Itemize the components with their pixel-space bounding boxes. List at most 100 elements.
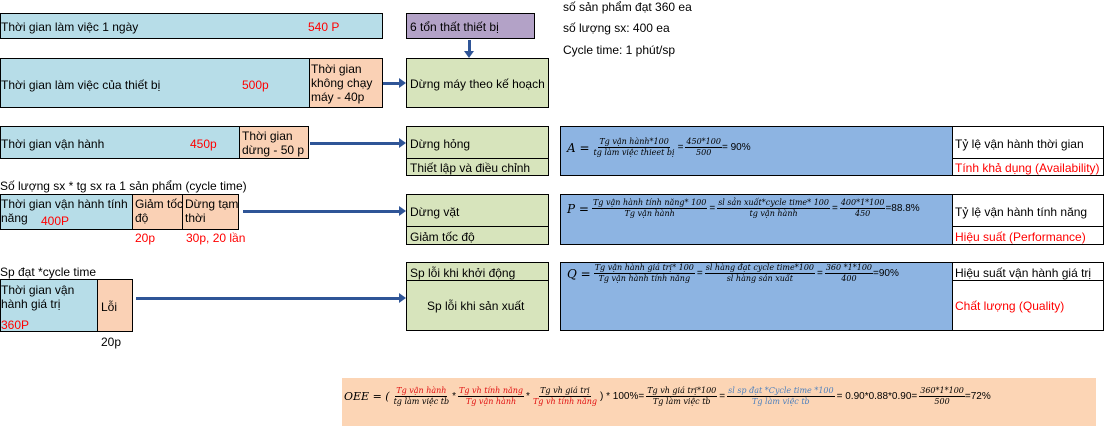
quality-num2: sl hàng đạt cycle time*100 bbox=[704, 263, 815, 274]
oee-mid: = 0.90*0.88*0.90= bbox=[836, 391, 918, 402]
operating-time-box: Thời gian vận hành 450p bbox=[0, 126, 240, 159]
oee-result: =72% bbox=[964, 391, 991, 402]
availability-den2: 500 bbox=[696, 148, 712, 157]
performance-num2: sl sản xuất*cycle time* 100 bbox=[717, 198, 830, 209]
minor-stop-value: 30p, 20 lần bbox=[186, 231, 246, 245]
availability-den1: tg làm việc thieet bị bbox=[593, 148, 675, 157]
quality-symbol: Q = bbox=[567, 266, 591, 281]
working-time-day-label: Thời gian làm việc 1 ngày bbox=[1, 20, 139, 34]
quality-num3: 360 *1*100 bbox=[824, 263, 874, 274]
quality-den3: 400 bbox=[841, 274, 857, 283]
oee-f5-num: sl sp đạt *Cycle time *100 bbox=[727, 386, 835, 397]
performance-num3: 400*1*100 bbox=[839, 198, 886, 209]
quality-metric-name: Hiệu suất vận hành giá trị bbox=[955, 266, 1092, 280]
availability-symbol: A = bbox=[567, 140, 590, 155]
equipment-working-time-value: 500p bbox=[242, 78, 269, 92]
availability-num1: Tg vận hành*100 bbox=[598, 137, 670, 148]
performance-time-label: Thời gian vận hành tính năng bbox=[1, 197, 128, 225]
defect-label: Lỗi bbox=[101, 300, 118, 314]
performance-time-box: Thời gian vận hành tính năng 400P bbox=[0, 194, 133, 230]
availability-num2: 450*100 bbox=[685, 137, 722, 148]
six-losses-label: 6 tổn thất thiết bị bbox=[410, 20, 499, 34]
note-good-products: số sản phẩm đạt 360 ea bbox=[563, 0, 692, 14]
speed-reduction-box: Giảm tốc độ bbox=[406, 226, 549, 245]
oee-f1-num: Tg vận hành bbox=[395, 386, 448, 397]
setup-adjustment-box: Thiết lập và điều chỉnh bbox=[406, 158, 549, 176]
value-time-label: Thời gian vận hành giá trị bbox=[1, 283, 75, 311]
speed-loss-box: Giảm tốc độ bbox=[132, 194, 183, 230]
arrow-planned-stop-icon bbox=[383, 82, 400, 85]
six-losses-box: 6 tổn thất thiết bị bbox=[406, 13, 535, 39]
oee-pct: ) * 100%= bbox=[599, 391, 645, 402]
performance-metric-name: Tỷ lệ vận hành tính năng bbox=[955, 205, 1088, 219]
arrow-breakdown-icon bbox=[310, 142, 400, 145]
value-time-value: 360P bbox=[1, 318, 30, 332]
performance-time-value: 400P bbox=[41, 214, 70, 228]
equipment-working-time-label: Thời gian làm việc của thiết bị bbox=[1, 78, 161, 92]
arrow-head-minor-stop-icon bbox=[399, 206, 406, 216]
performance-metric-name-box: Tỷ lệ vận hành tính năng bbox=[952, 194, 1104, 227]
performance-metric-en: Hiệu suất (Performance) bbox=[955, 230, 1086, 244]
quality-den1: Tg vận hành tính năng bbox=[598, 274, 691, 283]
non-running-time-box: Thời gian không chạy máy - 40p bbox=[309, 58, 383, 108]
defect-box: Lỗi bbox=[97, 279, 133, 332]
oee-f2-num: Tg vh tính năng bbox=[458, 386, 525, 397]
availability-metric-en-box: Tính khả dụng (Availability) bbox=[952, 158, 1104, 176]
quality-note: Sp đạt *cycle time bbox=[0, 265, 97, 279]
oee-lhs: OEE = ( bbox=[344, 390, 390, 403]
performance-num1: Tg vận hành tính năng* 100 bbox=[591, 198, 708, 209]
value-time-box: Thời gian vận hành giá trị 360P bbox=[0, 279, 98, 332]
quality-result: =90% bbox=[873, 268, 899, 279]
quality-den2: sl hàng sản xuất bbox=[726, 274, 793, 283]
minor-stop-cause-box: Dừng vặt bbox=[406, 194, 549, 227]
breakdown-label: Dừng hỏng bbox=[410, 137, 471, 151]
oee-f6-num: 360*1*100 bbox=[919, 386, 965, 397]
performance-den2: tg vận hành bbox=[749, 209, 798, 218]
working-time-day-value: 540 P bbox=[308, 20, 340, 34]
availability-metric-name: Tỷ lệ vận hành thời gian bbox=[955, 137, 1084, 151]
performance-symbol: P = bbox=[567, 201, 589, 216]
availability-metric-name-box: Tỷ lệ vận hành thời gian bbox=[952, 126, 1104, 159]
oee-f3-den: Tg vh tính năng bbox=[532, 397, 597, 406]
speed-loss-value: 20p bbox=[135, 231, 156, 245]
oee-f6-den: 500 bbox=[934, 397, 950, 406]
production-defect-label: Sp lỗi khi sản xuất bbox=[427, 299, 525, 313]
production-defect-box: Sp lỗi khi sản xuất bbox=[406, 280, 549, 331]
minor-stop-cause-label: Dừng vặt bbox=[410, 205, 460, 219]
arrow-head-breakdown-icon bbox=[399, 138, 406, 148]
oee-f5-den: Tg làm việc tb bbox=[752, 397, 810, 406]
quality-metric-en: Chất lượng (Quality) bbox=[955, 299, 1065, 313]
performance-den1: Tg vận hành bbox=[624, 209, 675, 218]
oee-mult-1: * bbox=[452, 391, 457, 402]
oee-f3-num: Tg vh giá trị bbox=[539, 386, 591, 397]
speed-reduction-label: Giảm tốc độ bbox=[410, 230, 475, 244]
quality-num1: Tg vận hành giá trị* 100 bbox=[593, 263, 695, 274]
down-arrow-icon bbox=[468, 40, 471, 52]
non-running-time-label: Thời gian không chạy máy - 40p bbox=[311, 62, 373, 104]
planned-stop-label: Dừng máy theo kế hoạch bbox=[410, 77, 545, 91]
breakdown-box: Dừng hỏng bbox=[406, 126, 549, 159]
performance-metric-en-box: Hiệu suất (Performance) bbox=[952, 226, 1104, 245]
working-time-day-box: Thời gian làm việc 1 ngày 540 P bbox=[0, 13, 383, 39]
note-production-qty: số lượng sx: 400 ea bbox=[563, 21, 670, 35]
performance-note: Số lượng sx * tg sx ra 1 sản phẩm (cycle… bbox=[0, 179, 247, 193]
arrow-defect-icon bbox=[136, 297, 400, 300]
setup-adjustment-label: Thiết lập và điều chỉnh bbox=[410, 161, 531, 175]
equipment-working-time-box: Thời gian làm việc của thiết bị 500p bbox=[0, 58, 310, 108]
operating-time-value: 450p bbox=[190, 137, 217, 151]
minor-stop-box: Dừng tạm thời bbox=[182, 194, 239, 230]
quality-metric-name-box: Hiệu suất vận hành giá trị bbox=[952, 262, 1104, 281]
quality-metric-en-box: Chất lượng (Quality) bbox=[952, 280, 1104, 331]
arrow-minor-stop-icon bbox=[243, 210, 400, 213]
oee-mult-2: * bbox=[526, 391, 530, 402]
speed-loss-label: Giảm tốc độ bbox=[135, 197, 184, 225]
note-cycle-time: Cycle time: 1 phút/sp bbox=[563, 43, 676, 57]
downtime-label: Thời gian dừng - 50 p bbox=[242, 129, 305, 157]
